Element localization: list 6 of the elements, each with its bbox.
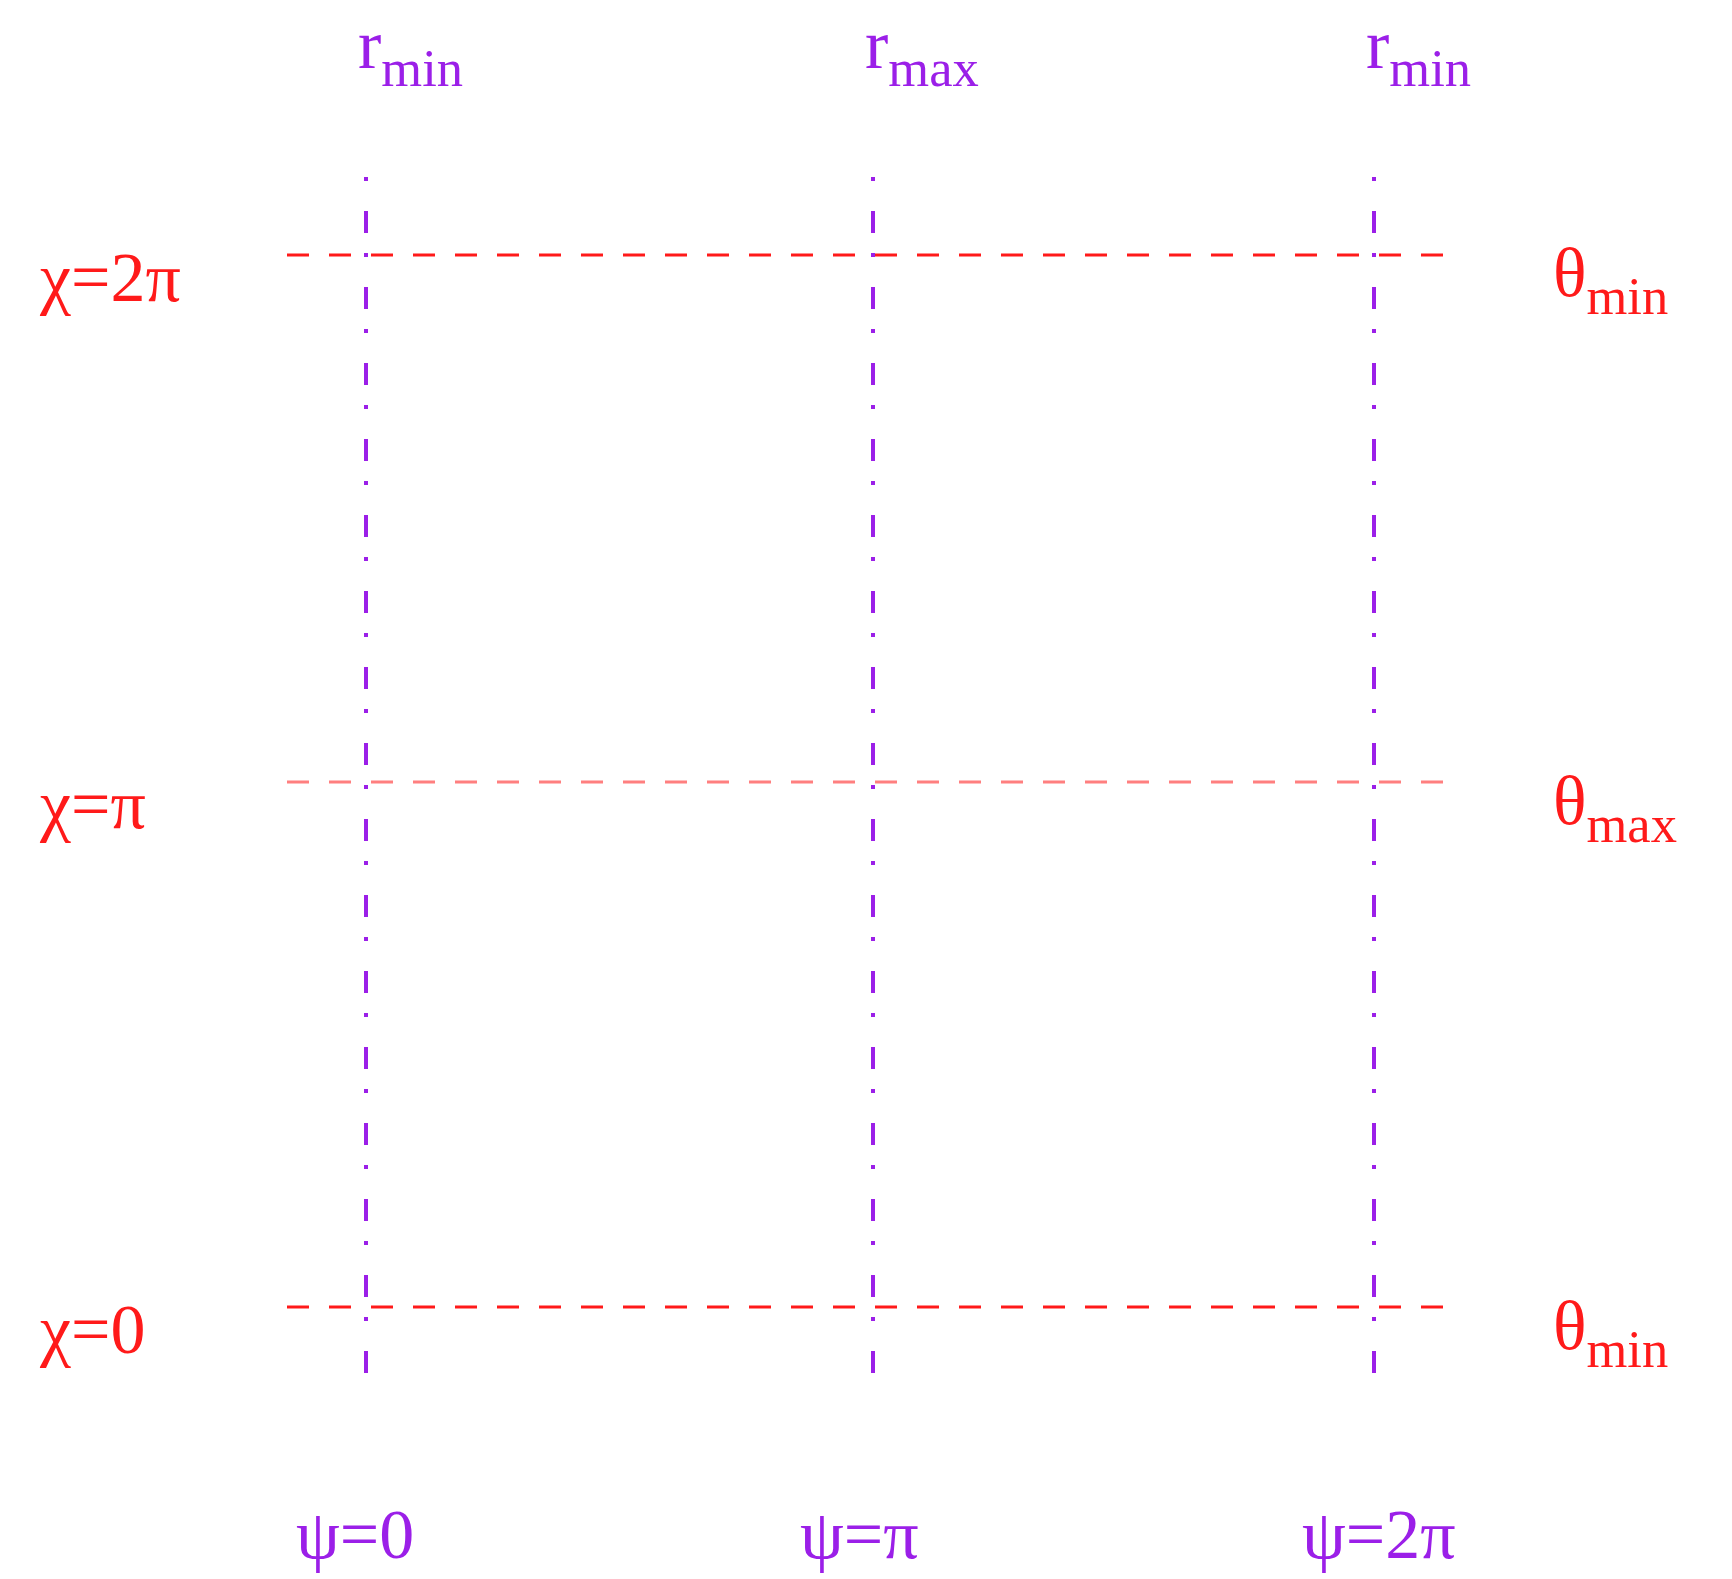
grid-label: r$_{max}$ — [865, 9, 979, 95]
axis-label: θ$_{min}$ — [1553, 237, 1669, 323]
axis-label: θ$_{min}$ — [1553, 1290, 1669, 1376]
grid-label: r$_{min}$ — [1366, 9, 1471, 95]
axis-label: θ$_{max}$ — [1553, 765, 1677, 851]
grid-label: r$_{min}$ — [358, 9, 463, 95]
